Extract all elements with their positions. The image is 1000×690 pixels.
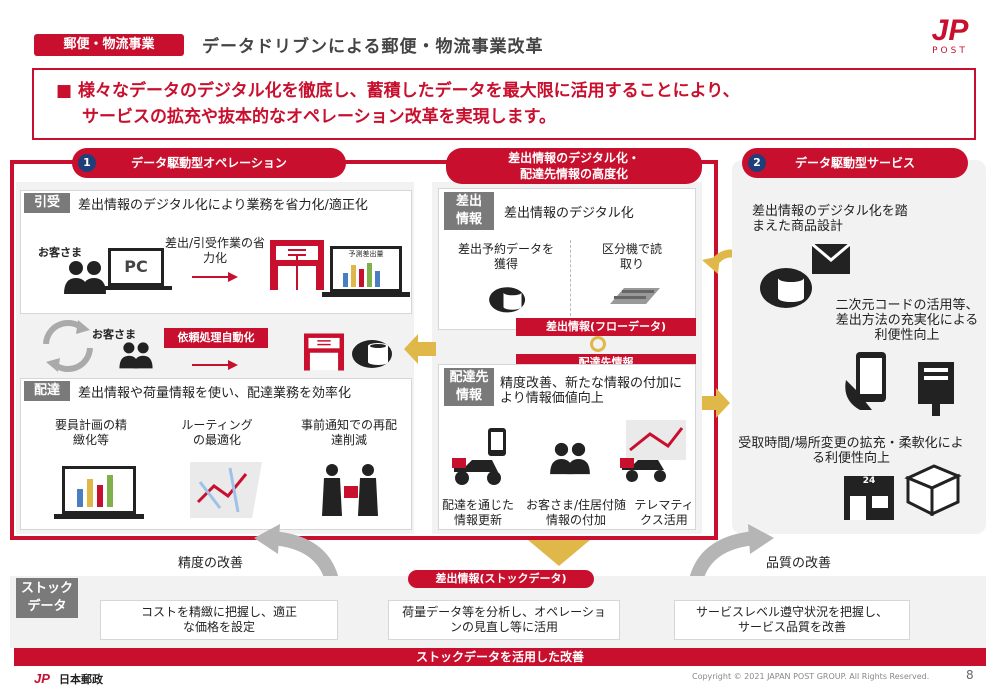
footer-logo-text: 日本郵政 <box>59 673 103 686</box>
haitatsusaki-label: 配達先 情報 <box>444 368 494 406</box>
flow-data-tag: 差出情報(フローデータ) <box>516 318 696 336</box>
center-title-line-2: 配達先情報の高度化 <box>519 167 628 181</box>
telematics-map-icon <box>616 420 688 484</box>
laptop-chart-icon <box>62 466 136 514</box>
sashidashi-item-1: 差出予約データを獲得 <box>457 242 554 271</box>
middle-customer-label: お客さま <box>92 328 136 341</box>
stock-box-3: サービスレベル遵守状況を把握し、サービス品質を改善 <box>674 600 910 640</box>
convenience-store-icon: 24 <box>844 476 894 520</box>
sashidashi-item-2: 区分機で読取り <box>601 242 662 271</box>
footer-logo: JP 日本郵政 <box>34 668 103 686</box>
arrow-left-gold-icon <box>404 334 436 364</box>
stock-label-2: データ <box>27 599 67 614</box>
smartphone-hand-icon <box>842 350 894 412</box>
laptop-forecast-icon: 予測差出量 <box>330 246 402 292</box>
service-item-1: 差出情報のデジタル化を踏まえた商品設計 <box>752 204 908 234</box>
footer-jp-mark: JP <box>34 671 50 686</box>
operation-title: 1 データ駆動型オペレーション <box>72 148 346 178</box>
sashidashi-label-1: 差出 <box>455 194 482 209</box>
post-office-icon <box>268 238 326 292</box>
jp-post-logo: JP POST <box>920 16 980 62</box>
auto-processing-tag: 依頼処理自動化 <box>164 328 268 348</box>
service-item-2: 二次元コードの活用等、差出方法の充実化による利便性向上 <box>835 298 979 343</box>
forecast-screen-label: 予測差出量 <box>348 250 384 258</box>
arrow-down-gold-icon <box>528 540 590 566</box>
center-title: 差出情報のデジタル化・ 配達先情報の高度化 <box>446 148 702 184</box>
sashidashi-label: 差出 情報 <box>444 192 494 230</box>
page-title: データドリブンによる郵便・物流事業改革 <box>202 37 544 57</box>
customers-icon-small <box>116 340 156 370</box>
store-window <box>872 496 888 508</box>
haitatsu-item-2: ルーティングの最適化 <box>181 418 253 447</box>
center-title-line-1: 差出情報のデジタル化・ <box>508 151 640 165</box>
haitatsu-desc: 差出情報や荷量情報を使い、配達業務を効率化 <box>78 386 352 401</box>
precision-caption: 精度の改善 <box>178 556 244 571</box>
customers-icon <box>62 258 108 296</box>
stock-box-1: コストを精緻に把握し、適正な価格を設定 <box>100 600 338 640</box>
haitatsusaki-label-1: 配達先 <box>449 370 489 385</box>
laptop-chart-base <box>54 514 144 519</box>
stock-label-1: ストック <box>20 581 73 596</box>
hikiuke-arrow-text: 差出/引受作業の省力化 <box>164 236 266 265</box>
delivery-handover-icon <box>318 462 382 518</box>
divider-dashed <box>570 240 571 316</box>
pc-label: PC <box>124 257 148 276</box>
operation-title-text: データ駆動型オペレーション <box>131 156 287 170</box>
store-door <box>850 496 866 520</box>
database-icon <box>486 280 530 316</box>
summary-box: ■ 様々なデータのデジタル化を徹底し、蓄積したデータを最大限に活用することにより… <box>32 68 976 140</box>
haitatsusaki-desc: 精度改善、新たな情報の付加により情報価値向上 <box>500 376 683 406</box>
curved-arrow-left-grey-icon <box>252 524 338 586</box>
service-title-text: データ駆動型サービス <box>794 156 915 170</box>
pc-base <box>100 286 172 290</box>
haitatsu-item-1: 要員計画の精緻化等 <box>54 418 127 447</box>
post-office-icon-small <box>302 332 346 372</box>
curved-arrow-right-grey-icon <box>690 524 776 586</box>
summary-line-1: ■ 様々なデータのデジタル化を徹底し、蓄積したデータを最大限に活用することにより… <box>56 81 740 101</box>
post-box-icon <box>916 360 956 416</box>
service-item-3: 受取時間/場所変更の拡充・柔軟化による利便性向上 <box>738 436 964 466</box>
stock-box-2: 荷量データ等を分析し、オペレーションの見直し等に活用 <box>388 600 620 640</box>
link-ring-icon <box>590 336 606 352</box>
hikiuke-label: 引受 <box>24 193 70 213</box>
hikiuke-desc: 差出情報のデジタル化により業務を省力化/適正化 <box>78 198 368 213</box>
route-map-icon <box>190 462 262 518</box>
page-number: 8 <box>966 668 974 682</box>
sashidashi-label-2: 情報 <box>455 212 482 227</box>
summary-line-2: サービスの拡充や抜本的なオペレーション改革を実現します。 <box>82 107 556 127</box>
sashidashi-desc: 差出情報のデジタル化 <box>504 206 634 221</box>
database-mail-icon <box>756 244 856 314</box>
scooter-phone-icon <box>448 428 518 488</box>
haitatsusaki-item-2: お客さま/住居付随情報の付加 <box>525 498 627 527</box>
customers-icon-center <box>548 440 592 476</box>
arrow-right-icon-2 <box>192 360 238 370</box>
haitatsusaki-item-3: テレマティクス活用 <box>634 498 694 527</box>
jp-logo-sub: POST <box>932 46 968 56</box>
copyright: Copyright © 2021 JAPAN POST GROUP. All R… <box>692 672 930 681</box>
haitatsu-label: 配達 <box>24 381 70 401</box>
haitatsusaki-item-1: 配達を通じた情報更新 <box>442 498 515 527</box>
arrow-right-icon <box>192 272 238 282</box>
category-tag: 郵便・物流事業 <box>34 34 184 56</box>
service-title: 2 データ駆動型サービス <box>742 148 968 178</box>
number-badge-1: 1 <box>78 154 96 172</box>
cycle-icon <box>38 318 98 374</box>
haitatsu-item-3: 事前通知での再配達削減 <box>300 418 397 447</box>
hikiuke-customer-label: お客さま <box>38 246 82 259</box>
number-badge-2: 2 <box>748 154 766 172</box>
jp-logo-mark: JP <box>931 14 969 47</box>
package-box-icon <box>904 462 962 516</box>
stock-label: ストック データ <box>16 578 78 618</box>
stock-data-tag: 差出情報(ストックデータ) <box>408 570 594 588</box>
quality-caption: 品質の改善 <box>766 556 832 571</box>
database-cloud-icon <box>350 332 396 372</box>
pc-icon: PC <box>108 248 164 286</box>
sorting-machine-icon <box>608 284 662 308</box>
stock-banner: ストックデータを活用した改善 <box>14 648 986 666</box>
haitatsusaki-label-2: 情報 <box>455 388 482 403</box>
store-sign: 24 <box>862 476 876 486</box>
laptop-base <box>322 292 410 297</box>
arrow-right-gold-icon <box>702 388 730 418</box>
